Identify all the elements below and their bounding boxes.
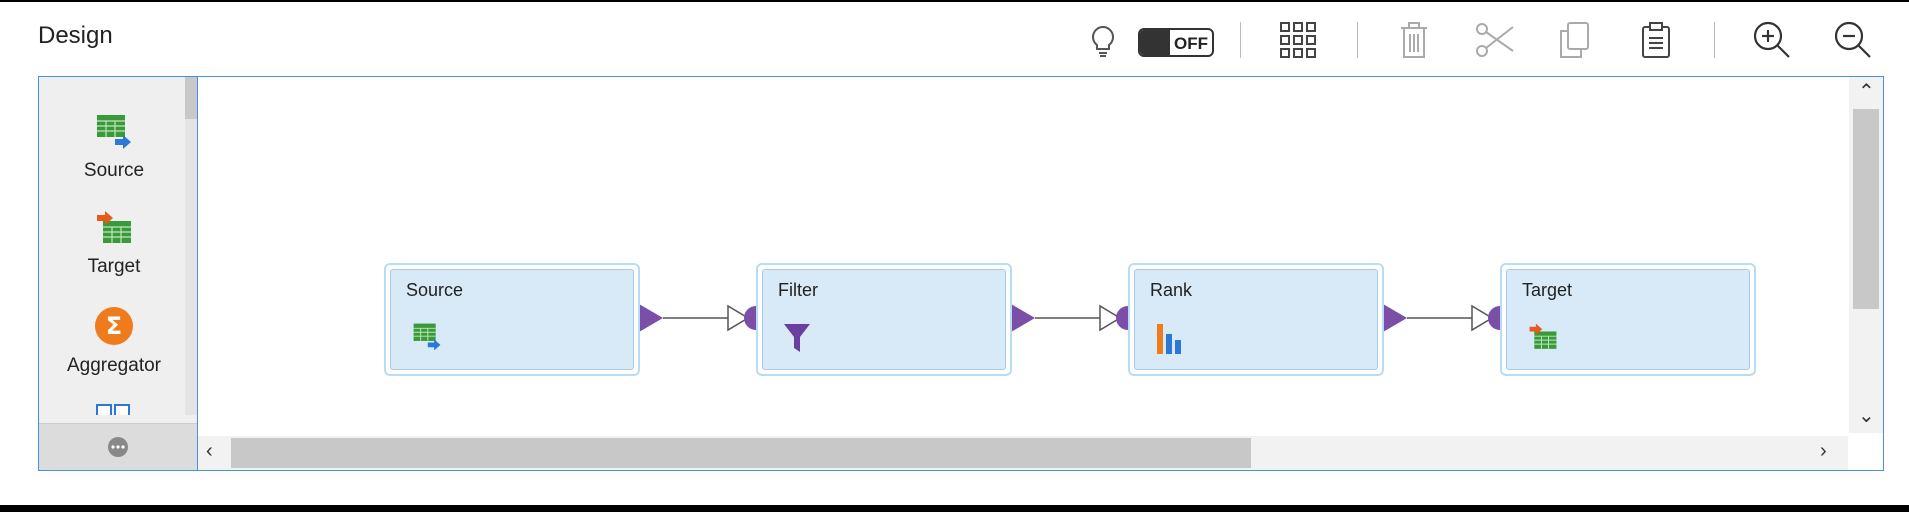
node-title: Filter (778, 280, 818, 300)
scissors-icon[interactable] (1474, 20, 1516, 60)
funnel-icon (784, 324, 810, 352)
joiner-icon (96, 404, 130, 415)
mapping-canvas[interactable]: Source Filter Rank Target (198, 76, 1884, 471)
palette-item-target[interactable]: Target (39, 209, 189, 278)
link-layer (639, 304, 1512, 332)
scroll-left-arrow[interactable]: ‹ (206, 440, 213, 462)
clipboard-icon[interactable] (1638, 20, 1674, 60)
node-source[interactable]: Source (384, 263, 640, 376)
palette-scroll-thumb[interactable] (185, 77, 197, 119)
source-table-icon (97, 115, 131, 149)
palette-item-partial[interactable] (39, 403, 189, 415)
separator (1357, 22, 1358, 58)
palette-item-aggregator[interactable]: Σ Aggregator (39, 306, 189, 377)
trash-icon[interactable] (1396, 20, 1432, 60)
copy-icon[interactable] (1556, 20, 1592, 60)
vertical-scroll-thumb[interactable] (1853, 109, 1879, 309)
target-table-icon (1529, 323, 1557, 349)
palette-item-label: Aggregator (66, 355, 161, 376)
zoom-in-icon[interactable] (1752, 20, 1792, 60)
lightbulb-icon[interactable] (1088, 24, 1118, 60)
node-title: Rank (1150, 280, 1193, 300)
bottom-border (0, 505, 1909, 512)
node-title: Source (406, 280, 464, 300)
palette-more-button[interactable] (39, 423, 197, 470)
sigma-icon: Σ (95, 307, 133, 345)
transformation-palette: Source Target Σ Aggregator (38, 76, 198, 471)
palette-item-label: Source (83, 160, 145, 181)
separator (1714, 22, 1715, 58)
ellipsis-icon (108, 437, 128, 457)
top-border (0, 0, 1909, 2)
node-target[interactable]: Target (1500, 263, 1756, 376)
scroll-up-arrow[interactable]: ⌃ (1858, 81, 1875, 103)
zoom-out-icon[interactable] (1833, 20, 1873, 60)
link-filter-rank[interactable] (1011, 304, 1140, 332)
toggle-switch[interactable]: OFF (1138, 28, 1214, 57)
bar-chart-icon (1157, 324, 1181, 354)
grid-icon[interactable] (1278, 20, 1318, 60)
svg-text:Σ: Σ (106, 312, 122, 340)
toggle-label: OFF (1174, 34, 1208, 53)
palette-scrollbar[interactable] (185, 77, 197, 415)
vertical-scrollbar[interactable]: ⌃ ⌄ (1849, 77, 1883, 433)
node-body: Target (1506, 269, 1750, 370)
node-filter[interactable]: Filter (756, 263, 1012, 376)
link-source-filter[interactable] (639, 304, 768, 332)
target-table-icon (97, 211, 131, 243)
horizontal-scrollbar[interactable]: ‹ › (198, 436, 1848, 470)
scroll-right-arrow[interactable]: › (1820, 440, 1827, 462)
palette-item-label: Target (87, 256, 141, 277)
page-title: Design (38, 22, 113, 49)
separator (1240, 22, 1241, 58)
palette-item-source[interactable]: Source (39, 113, 189, 182)
horizontal-scroll-thumb[interactable] (231, 438, 1251, 468)
node-rank[interactable]: Rank (1128, 263, 1384, 376)
node-title: Target (1522, 280, 1573, 300)
scroll-down-arrow[interactable]: ⌄ (1858, 405, 1875, 427)
node-body: Rank (1134, 269, 1378, 370)
toggle-knob (1140, 30, 1170, 55)
link-rank-target[interactable] (1383, 304, 1512, 332)
node-body: Source (390, 269, 634, 370)
node-body: Filter (762, 269, 1006, 370)
source-table-icon (413, 323, 441, 351)
